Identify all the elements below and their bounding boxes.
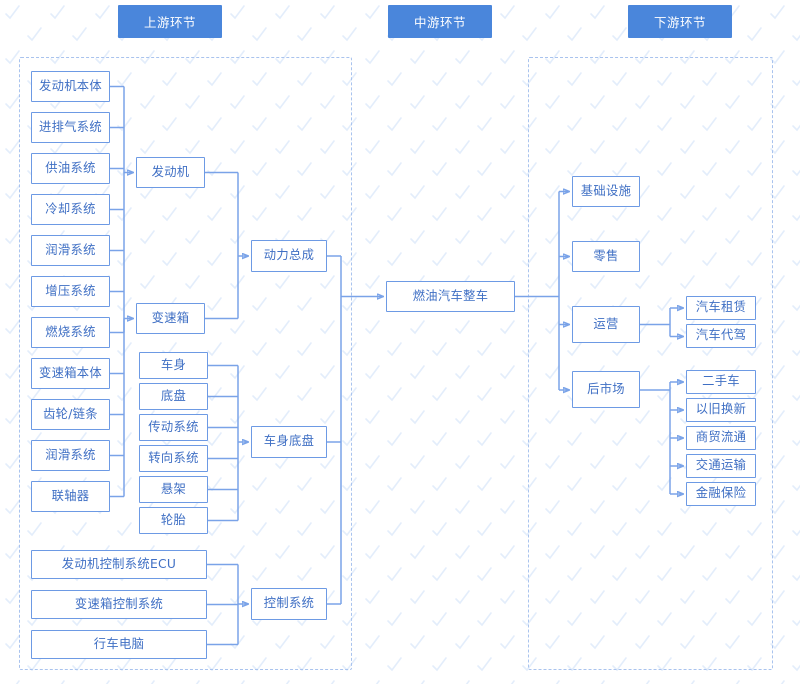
- node-label: 发动机: [151, 164, 190, 179]
- node-label: 燃油汽车整车: [412, 288, 489, 303]
- node-car-rental[interactable]: 汽车租赁: [686, 296, 756, 320]
- node-label: 润滑系统: [45, 242, 96, 257]
- node-gearbox[interactable]: 变速箱: [136, 303, 205, 334]
- node-steering[interactable]: 转向系统: [139, 445, 208, 472]
- node-powertrain[interactable]: 动力总成: [251, 240, 327, 272]
- node-label: 变速箱本体: [39, 365, 102, 380]
- node-body-chassis[interactable]: 车身底盘: [251, 426, 327, 458]
- node-label: 轮胎: [160, 512, 187, 527]
- node-tires[interactable]: 轮胎: [139, 507, 208, 534]
- node-combustion[interactable]: 燃烧系统: [31, 317, 110, 348]
- node-engine[interactable]: 发动机: [136, 157, 205, 188]
- node-label: 车身: [160, 357, 187, 372]
- node-label: 冷却系统: [45, 201, 96, 216]
- node-label: 联轴器: [51, 488, 90, 503]
- node-label: 齿轮/链条: [43, 406, 98, 421]
- node-label: 基础设施: [580, 183, 632, 198]
- links-gearbox-parts: [110, 319, 133, 498]
- node-label: 发动机控制系统ECU: [61, 556, 177, 571]
- node-label: 控制系统: [263, 596, 315, 611]
- node-control-sys[interactable]: 控制系统: [251, 588, 327, 620]
- node-coupling[interactable]: 联轴器: [31, 481, 110, 512]
- node-label: 金融保险: [695, 486, 747, 501]
- node-label: 增压系统: [45, 283, 96, 298]
- node-label: 商贸流通: [695, 430, 747, 445]
- node-label: 二手车: [702, 374, 740, 389]
- node-label: 燃烧系统: [45, 324, 96, 339]
- node-chassis[interactable]: 底盘: [139, 383, 208, 410]
- node-drivetrain[interactable]: 传动系统: [139, 414, 208, 441]
- node-fuel-supply[interactable]: 供油系统: [31, 153, 110, 184]
- links-downstream-bus: [515, 192, 569, 391]
- node-trip-computer[interactable]: 行车电脑: [31, 630, 207, 659]
- node-label: 变速箱: [151, 310, 190, 325]
- node-label: 交通运输: [695, 458, 747, 473]
- links-chassis-parts: [208, 364, 248, 522]
- node-label: 车身底盘: [263, 434, 315, 449]
- node-body[interactable]: 车身: [139, 352, 208, 379]
- node-used-cars[interactable]: 二手车: [686, 370, 756, 394]
- node-label: 零售: [593, 248, 619, 263]
- node-finance-ins[interactable]: 金融保险: [686, 482, 756, 506]
- node-label: 底盘: [160, 388, 187, 403]
- node-label: 行车电脑: [93, 636, 145, 651]
- node-label: 后市场: [587, 381, 625, 396]
- links-vehicle: [327, 255, 383, 605]
- node-label: 运营: [593, 316, 619, 331]
- node-label: 汽车租赁: [695, 300, 747, 315]
- node-transport[interactable]: 交通运输: [686, 454, 756, 478]
- node-gear-chain[interactable]: 齿轮/链条: [31, 399, 110, 430]
- node-label: 转向系统: [148, 450, 199, 465]
- node-label: 进排气系统: [39, 119, 102, 134]
- node-tcu[interactable]: 变速箱控制系统: [31, 590, 207, 619]
- node-infrastructure[interactable]: 基础设施: [572, 176, 640, 207]
- node-engine-body[interactable]: 发动机本体: [31, 71, 110, 102]
- links-powertrain: [205, 171, 248, 320]
- node-label: 汽车代驾: [695, 328, 747, 343]
- node-label: 以旧换新: [695, 402, 747, 417]
- node-label: 悬架: [160, 481, 187, 496]
- node-commerce[interactable]: 商贸流通: [686, 426, 756, 450]
- node-operations[interactable]: 运营: [572, 306, 640, 343]
- node-label: 变速箱控制系统: [74, 596, 164, 611]
- node-label: 传动系统: [148, 419, 199, 434]
- node-vehicle[interactable]: 燃油汽车整车: [386, 281, 515, 312]
- node-intake-exhaust[interactable]: 进排气系统: [31, 112, 110, 143]
- node-label: 润滑系统: [45, 447, 96, 462]
- links-control-parts: [207, 563, 248, 646]
- node-gearbox-body[interactable]: 变速箱本体: [31, 358, 110, 389]
- node-label: 动力总成: [263, 248, 315, 263]
- links-engine-parts: [110, 85, 133, 334]
- node-retail[interactable]: 零售: [572, 241, 640, 272]
- links-operations-sub: [640, 308, 683, 337]
- node-suspension[interactable]: 悬架: [139, 476, 208, 503]
- links-aftermarket-sub: [640, 382, 683, 494]
- node-label: 供油系统: [45, 160, 96, 175]
- node-label: 发动机本体: [39, 78, 102, 93]
- node-turbo[interactable]: 增压系统: [31, 276, 110, 307]
- node-ecu[interactable]: 发动机控制系统ECU: [31, 550, 207, 579]
- node-trade-in[interactable]: 以旧换新: [686, 398, 756, 422]
- node-designated-driver[interactable]: 汽车代驾: [686, 324, 756, 348]
- node-lubrication-2[interactable]: 润滑系统: [31, 440, 110, 471]
- node-aftermarket[interactable]: 后市场: [572, 371, 640, 408]
- node-lubrication-1[interactable]: 润滑系统: [31, 235, 110, 266]
- node-cooling[interactable]: 冷却系统: [31, 194, 110, 225]
